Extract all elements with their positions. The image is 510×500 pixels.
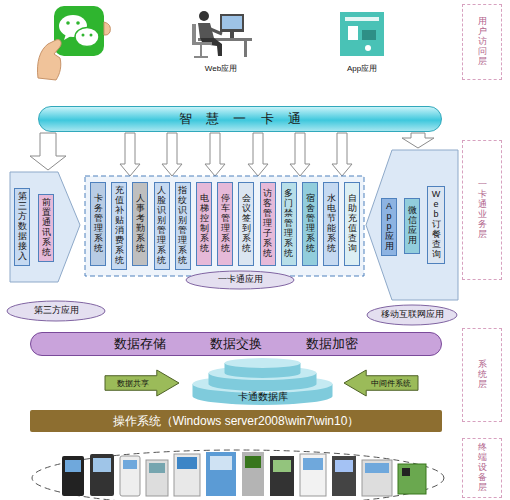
node-text: 移动互联网应用 bbox=[381, 309, 444, 321]
title-band: 智慧一卡通 bbox=[38, 106, 442, 132]
node-text: 指纹识别管理系统 bbox=[178, 186, 187, 265]
node-text: 一卡通业务层 bbox=[478, 180, 487, 239]
node-text: 终端设备层 bbox=[478, 443, 487, 492]
down-arrows bbox=[30, 133, 434, 176]
block-arrow: 数据共享 bbox=[105, 370, 179, 396]
node-text: 第三方应用 bbox=[34, 305, 79, 317]
node-text: 卡务管理系统 bbox=[94, 194, 103, 253]
icon-caption: Web应用 bbox=[205, 63, 237, 74]
layer-tag: 一卡通业务层 bbox=[462, 140, 502, 280]
system-band: 数据存储 数据交换 数据加密 bbox=[30, 332, 442, 356]
node-text: 会议签到系统 bbox=[242, 194, 251, 253]
system-box: 指纹识别管理系统 bbox=[175, 182, 191, 270]
node-text: 自助充值查询 bbox=[348, 194, 357, 253]
node-text: 数据共享 bbox=[117, 378, 149, 389]
system-box: 人脸识别管理系统 bbox=[154, 182, 170, 270]
system-box: 访客管理子系统 bbox=[260, 182, 276, 266]
node-text: 充值补贴消费系统 bbox=[115, 186, 124, 265]
node-text: 第三方数据接入 bbox=[18, 192, 27, 261]
node-text: 人脸识别管理系统 bbox=[157, 186, 166, 265]
app-icon bbox=[340, 12, 384, 56]
os-band: 操作系统（Windows server2008\win7\win10） bbox=[30, 410, 442, 432]
system-box: 微信应用 bbox=[404, 198, 420, 254]
node-text: 一卡通应用 bbox=[218, 274, 263, 286]
device-frame bbox=[32, 450, 444, 500]
node-text: 水电节能系统 bbox=[327, 194, 336, 253]
node-text: 前置通讯系统 bbox=[42, 198, 51, 257]
block-arrow: 中间件系统 bbox=[344, 370, 418, 396]
oval-label: 一卡通应用 bbox=[185, 270, 295, 290]
icon-caption: App应用 bbox=[347, 63, 377, 74]
node-text: 系统层 bbox=[478, 360, 487, 390]
node-text: 数据加密 bbox=[306, 336, 358, 353]
system-box: 前置通讯系统 bbox=[38, 194, 54, 262]
layer-tag: 终端设备层 bbox=[462, 438, 502, 498]
system-box: 电梯控制系统 bbox=[196, 182, 212, 266]
node-text: 智慧一卡通 bbox=[165, 110, 316, 128]
node-text: 中间件系统 bbox=[371, 378, 411, 389]
node-text: 数据存储 bbox=[114, 336, 166, 353]
node-text: 访客管理子系统 bbox=[263, 189, 272, 258]
system-box: 多门禁管理系统 bbox=[281, 182, 297, 266]
database-cylinder: 卡通数据库 bbox=[190, 356, 335, 408]
node-text: 用户访问层 bbox=[478, 17, 487, 66]
node-text: 宿舍管理系统 bbox=[306, 194, 315, 253]
system-box: 充值补贴消费系统 bbox=[111, 182, 127, 270]
layer-tag: 系统层 bbox=[462, 328, 502, 422]
left-chevron bbox=[10, 172, 80, 282]
system-box: 停车管理系统 bbox=[217, 182, 233, 266]
terminal-devices bbox=[62, 452, 426, 496]
system-box: 水电节能系统 bbox=[323, 182, 339, 266]
right-chevron bbox=[366, 150, 458, 300]
node-text: 卡通数据库 bbox=[238, 390, 288, 404]
node-text: 多门禁管理系统 bbox=[284, 189, 293, 258]
system-box: App应用 bbox=[381, 198, 397, 256]
node-text: Web订餐查询 bbox=[432, 190, 441, 259]
system-box: 会议签到系统 bbox=[238, 182, 254, 266]
system-box: 卡务管理系统 bbox=[90, 182, 106, 266]
system-box: 自助充值查询 bbox=[344, 182, 360, 266]
oval-label: 移动互联网应用 bbox=[366, 304, 458, 326]
node-text: 停车管理系统 bbox=[221, 194, 230, 253]
wechat-icon bbox=[37, 6, 110, 80]
node-text: 数据交换 bbox=[210, 336, 262, 353]
system-box: 宿舍管理系统 bbox=[302, 182, 318, 266]
layer-tag: 用户访问层 bbox=[462, 4, 502, 80]
web-user-figure bbox=[192, 11, 252, 57]
node-text: 人事考勤系统 bbox=[136, 194, 145, 253]
system-box: 第三方数据接入 bbox=[14, 188, 30, 266]
node-text: 电梯控制系统 bbox=[200, 194, 209, 253]
oval-label: 第三方应用 bbox=[6, 300, 106, 322]
app-group-frame bbox=[85, 176, 364, 276]
system-box: 人事考勤系统 bbox=[132, 182, 148, 266]
node-text: 微信应用 bbox=[408, 206, 417, 246]
node-text: App应用 bbox=[385, 202, 394, 251]
system-box: Web订餐查询 bbox=[427, 186, 445, 264]
node-text: 操作系统（Windows server2008\win7\win10） bbox=[113, 413, 360, 430]
